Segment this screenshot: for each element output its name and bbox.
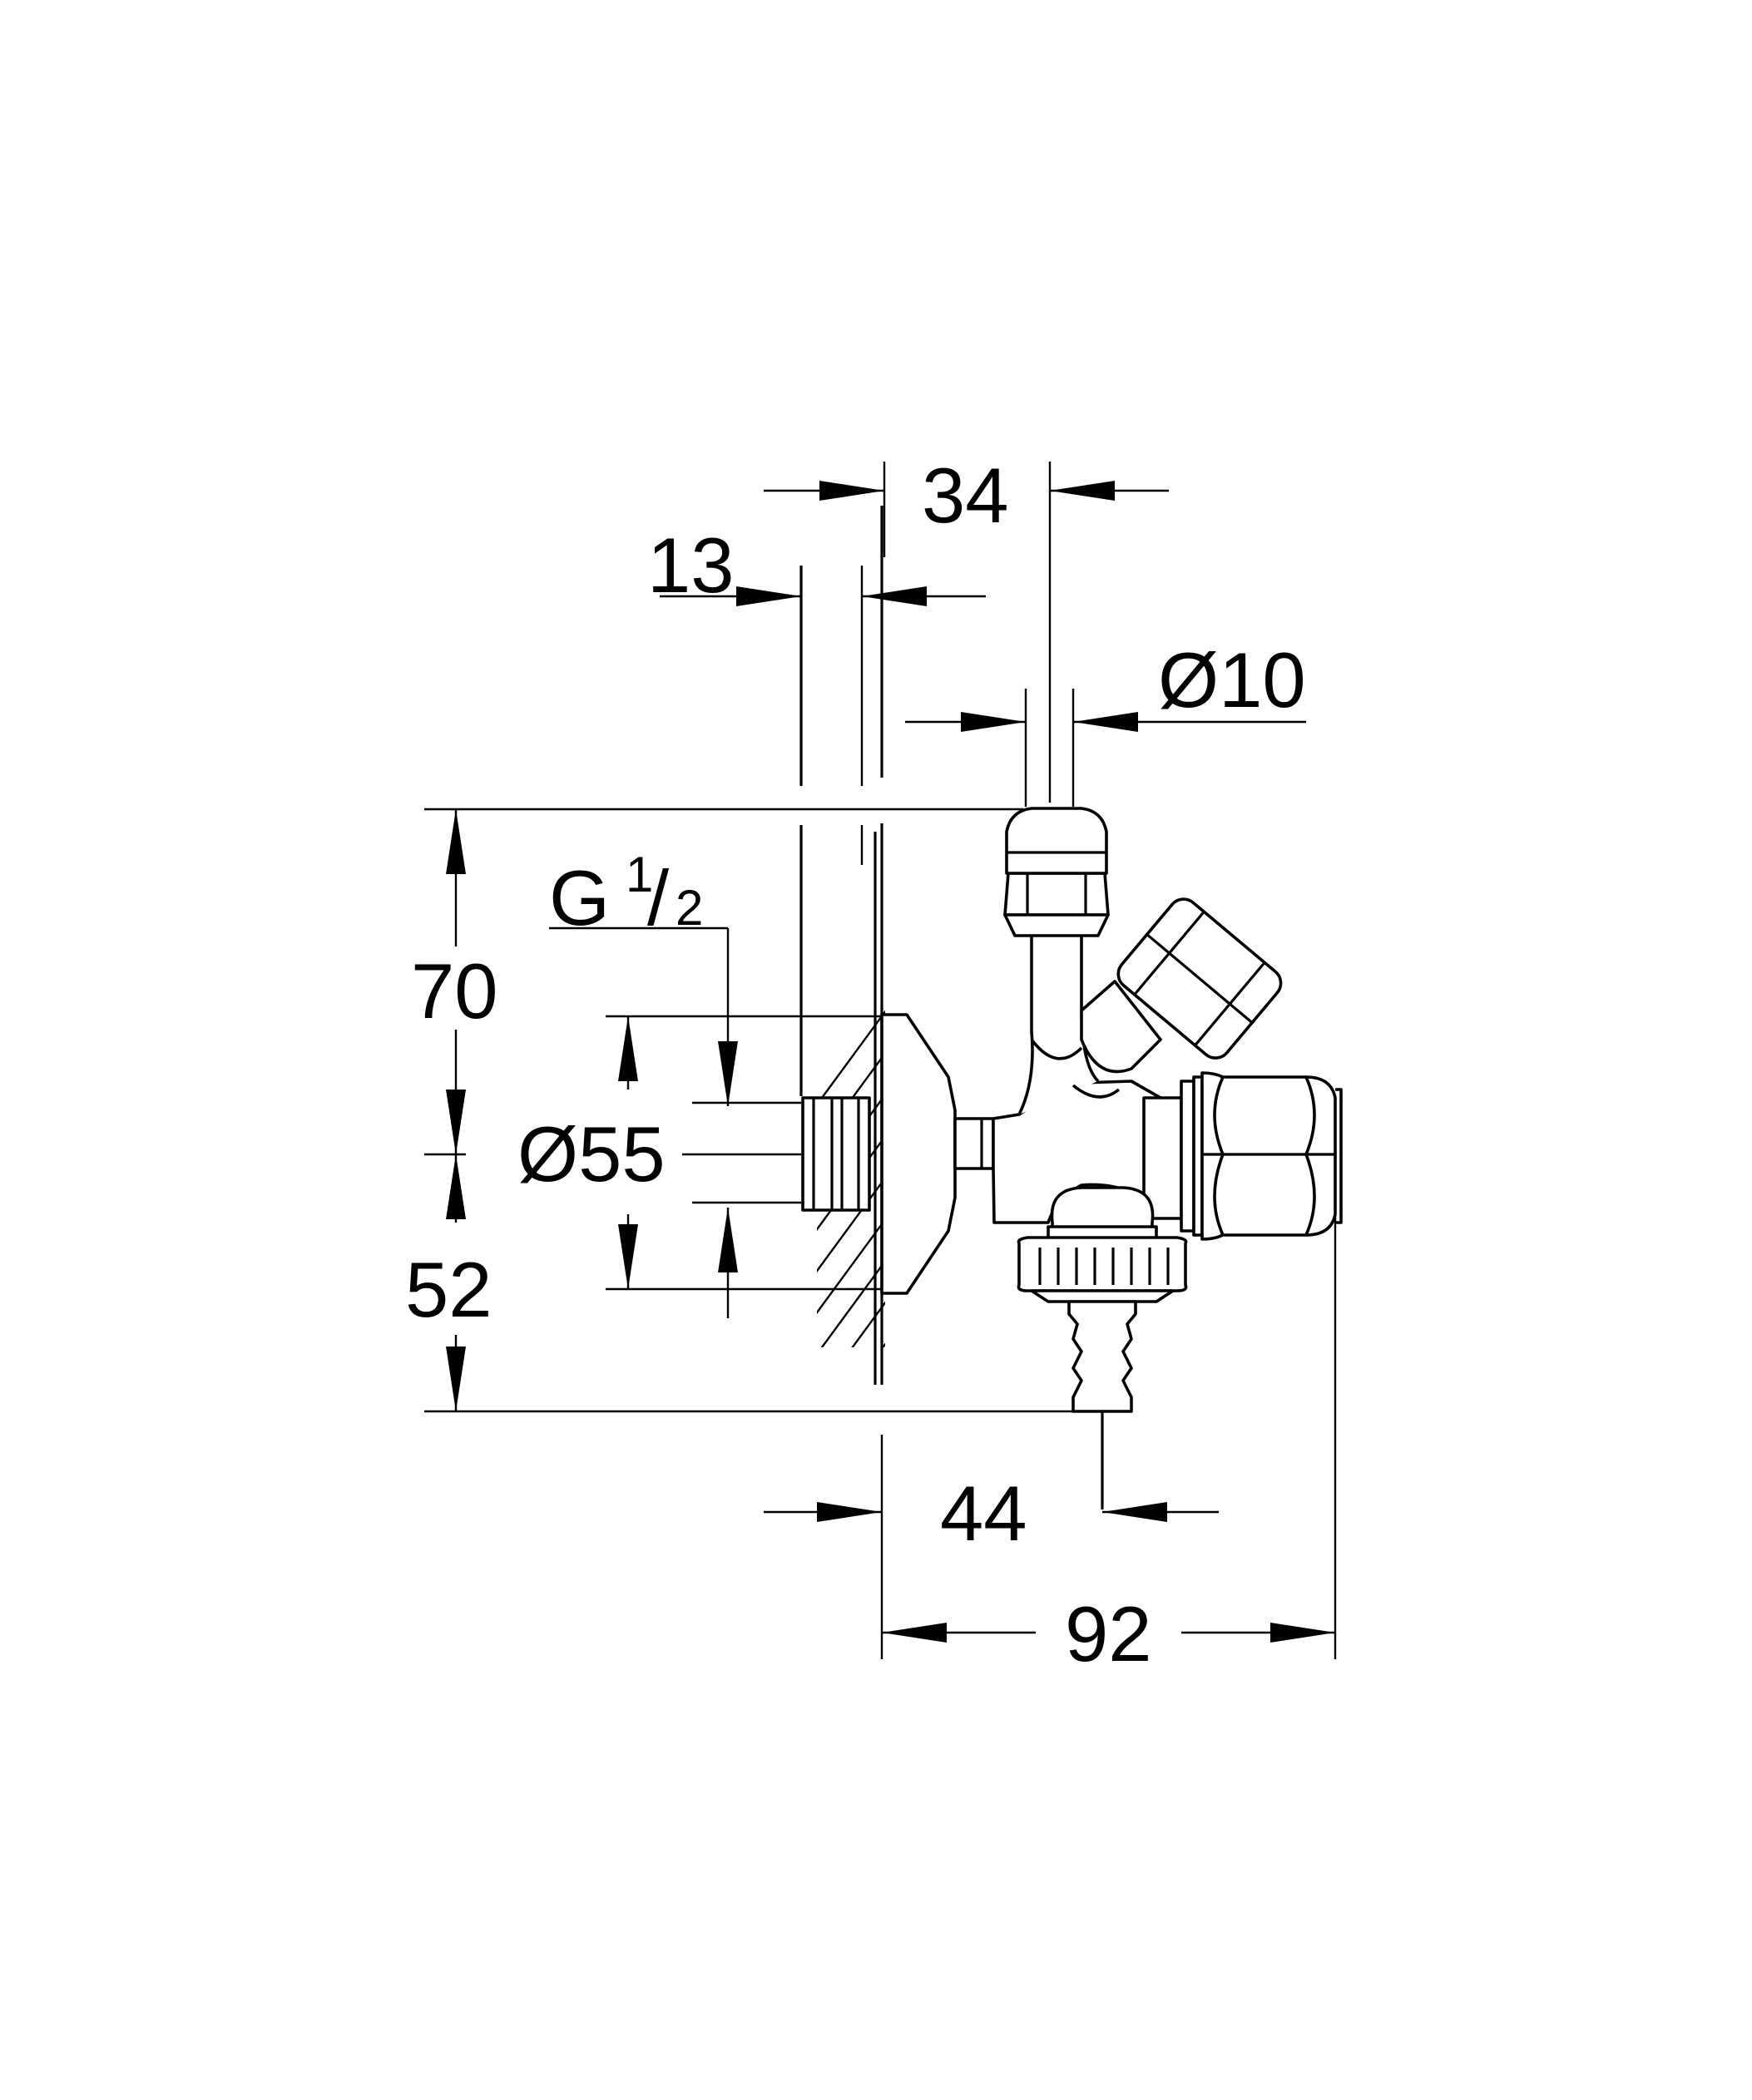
dim-92: 92 [882, 1098, 1337, 1678]
g-letter: G [549, 854, 610, 941]
dim-34: 34 [764, 452, 1169, 803]
dim-52-label: 52 [405, 1246, 492, 1333]
g-numerator: 1 [626, 847, 653, 902]
dim-13: 13 [647, 521, 986, 865]
dim-44: 44 [764, 1435, 1219, 1659]
dim-34-label: 34 [922, 452, 1009, 539]
dim-dia10: Ø10 [905, 636, 1306, 807]
dim-g-half: G 1 / 2 [549, 847, 738, 1318]
dim-13-label: 13 [647, 521, 735, 609]
g-slash: / [647, 854, 670, 941]
dim-44-label: 44 [940, 1470, 1027, 1557]
dim-dia55-label: Ø55 [517, 1110, 666, 1198]
dim-70-label: 70 [411, 947, 498, 1035]
dim-70: 70 [411, 808, 1023, 1156]
dim-dia10-label: Ø10 [1158, 636, 1306, 724]
angle-valve [801, 807, 1343, 1510]
g-denominator: 2 [676, 880, 703, 936]
dim-dia55: Ø55 [517, 1015, 882, 1291]
dim-92-label: 92 [1065, 1590, 1152, 1678]
dim-52: 52 [405, 1154, 1098, 1413]
